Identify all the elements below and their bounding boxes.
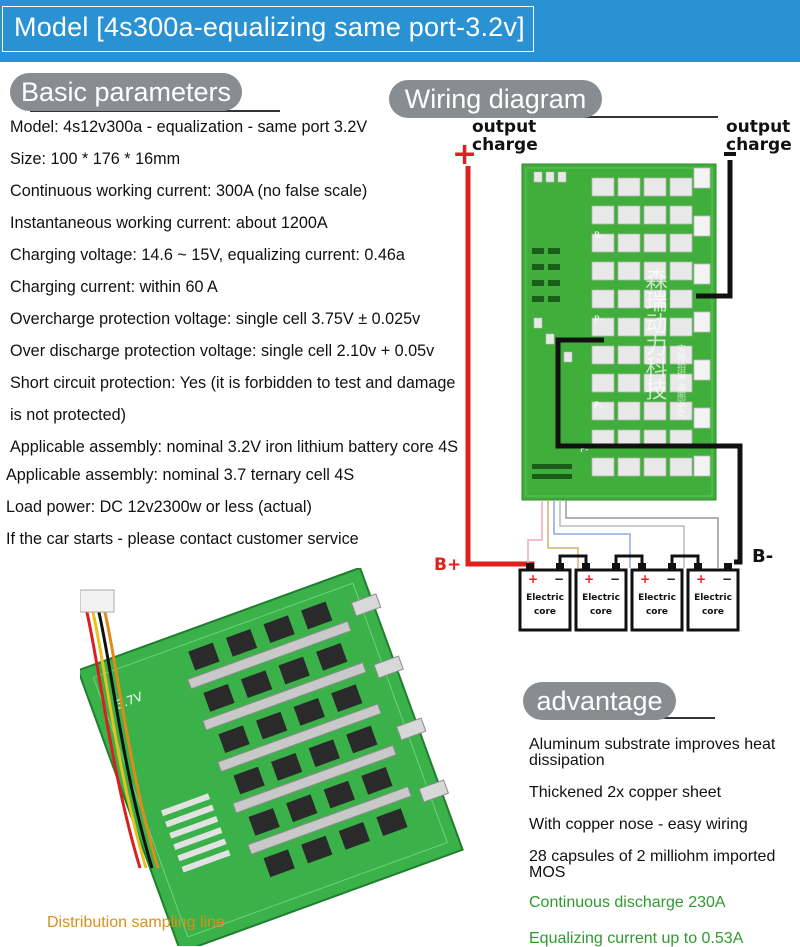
advantage-item-highlight: Equalizing current up to 0.53A [529, 930, 744, 947]
svg-text:−: − [722, 572, 732, 586]
pcb-watermark-small: 实物拍摄 盗图必究 [675, 343, 686, 420]
svg-text:core: core [590, 607, 612, 617]
svg-text:core: core [646, 607, 668, 617]
b-minus-label: B- [752, 546, 773, 567]
bms-board-photo: 3.7V [80, 568, 464, 946]
spec-line: Instantaneous working current: about 120… [10, 214, 328, 232]
svg-text:+: + [696, 572, 706, 586]
pcb-board-icon: B- P- P- P- 森瑞动力科技 实物拍摄 盗图必究 [521, 163, 717, 501]
positive-sign: + [452, 137, 477, 172]
spec-line: If the car starts - please contact custo… [6, 530, 359, 548]
wiring-diagram-heading: Wiring diagram [389, 80, 602, 118]
title-frame [2, 6, 534, 52]
basic-parameters-heading: Basic parameters [10, 73, 242, 111]
positive-output-label-line2: charge [472, 135, 538, 155]
pcb-pad-label: P- [580, 445, 588, 455]
svg-text:+: + [584, 572, 594, 586]
page-title: Model [4s300a-equalizing same port-3.2v] [14, 12, 525, 42]
positive-output-label-line1: output [472, 117, 536, 137]
svg-text:+: + [528, 572, 538, 586]
pcb-pad-label: B- [594, 231, 603, 241]
advantage-item: With copper nose - easy wiring [529, 816, 748, 833]
spec-line: Short circuit protection: Yes (it is for… [10, 374, 456, 392]
battery-cell-icon: + − Electric core [630, 563, 684, 632]
b-minus-wire [555, 337, 743, 565]
pcb-pad-label: P- [594, 401, 602, 411]
svg-text:Electric: Electric [638, 593, 676, 603]
basic-parameters-underline [30, 110, 280, 112]
battery-cell-icon: + − Electric core [574, 563, 628, 632]
spec-line: Overcharge protection voltage: single ce… [10, 310, 421, 328]
advantage-item: Thickened 2x copper sheet [529, 784, 722, 801]
spec-line: Load power: DC 12v2300w or less (actual) [6, 498, 312, 516]
wiring-diagram: output charge output charge + [434, 117, 792, 632]
negative-sign-icon [724, 152, 736, 156]
pcb-watermark: 森瑞动力科技 [642, 268, 668, 400]
spec-line: Charging voltage: 14.6 ~ 15V, equalizing… [10, 246, 405, 264]
battery-cell-icon: + − Electric core [686, 563, 740, 632]
spec-line: Continuous working current: 300A (no fal… [10, 182, 368, 200]
title-bar: Model [4s300a-equalizing same port-3.2v] [0, 0, 800, 62]
negative-output-label-line2: charge [726, 135, 792, 155]
spec-line: Model: 4s12v300a - equalization - same p… [10, 118, 368, 136]
photo-caption: Distribution sampling line [47, 914, 225, 931]
negative-output-wire [696, 160, 733, 299]
svg-text:core: core [534, 607, 556, 617]
advantage-item-highlight: Continuous discharge 230A [529, 894, 726, 911]
connector-icon [80, 589, 115, 613]
spec-line: Charging current: within 60 A [10, 278, 218, 296]
svg-text:−: − [666, 572, 676, 586]
advantage-heading: advantage [523, 682, 676, 720]
svg-text:Electric: Electric [526, 593, 564, 603]
svg-text:Electric: Electric [582, 593, 620, 603]
spec-line: Applicable assembly: nominal 3.2V iron l… [10, 438, 459, 456]
svg-text:Electric: Electric [694, 593, 732, 603]
battery-cell-icon: + − Electric core [518, 563, 572, 632]
spec-line: Size: 100 * 176 * 16mm [10, 150, 181, 168]
svg-text:−: − [554, 572, 564, 586]
svg-text:−: − [610, 572, 620, 586]
spec-line: is not protected) [10, 406, 127, 424]
advantage-item: Aluminum substrate improves heat dissipa… [529, 736, 776, 769]
spec-line: Over discharge protection voltage: singl… [10, 342, 435, 360]
svg-text:+: + [640, 572, 650, 586]
advantage-item: 28 capsules of 2 milliohm imported MOS [529, 848, 776, 881]
svg-text:core: core [702, 607, 724, 617]
negative-output-label-line1: output [726, 117, 790, 137]
pcb-pad-label: P- [594, 315, 602, 325]
b-plus-label: B+ [434, 555, 461, 575]
spec-line: Applicable assembly: nominal 3.7 ternary… [6, 466, 355, 484]
